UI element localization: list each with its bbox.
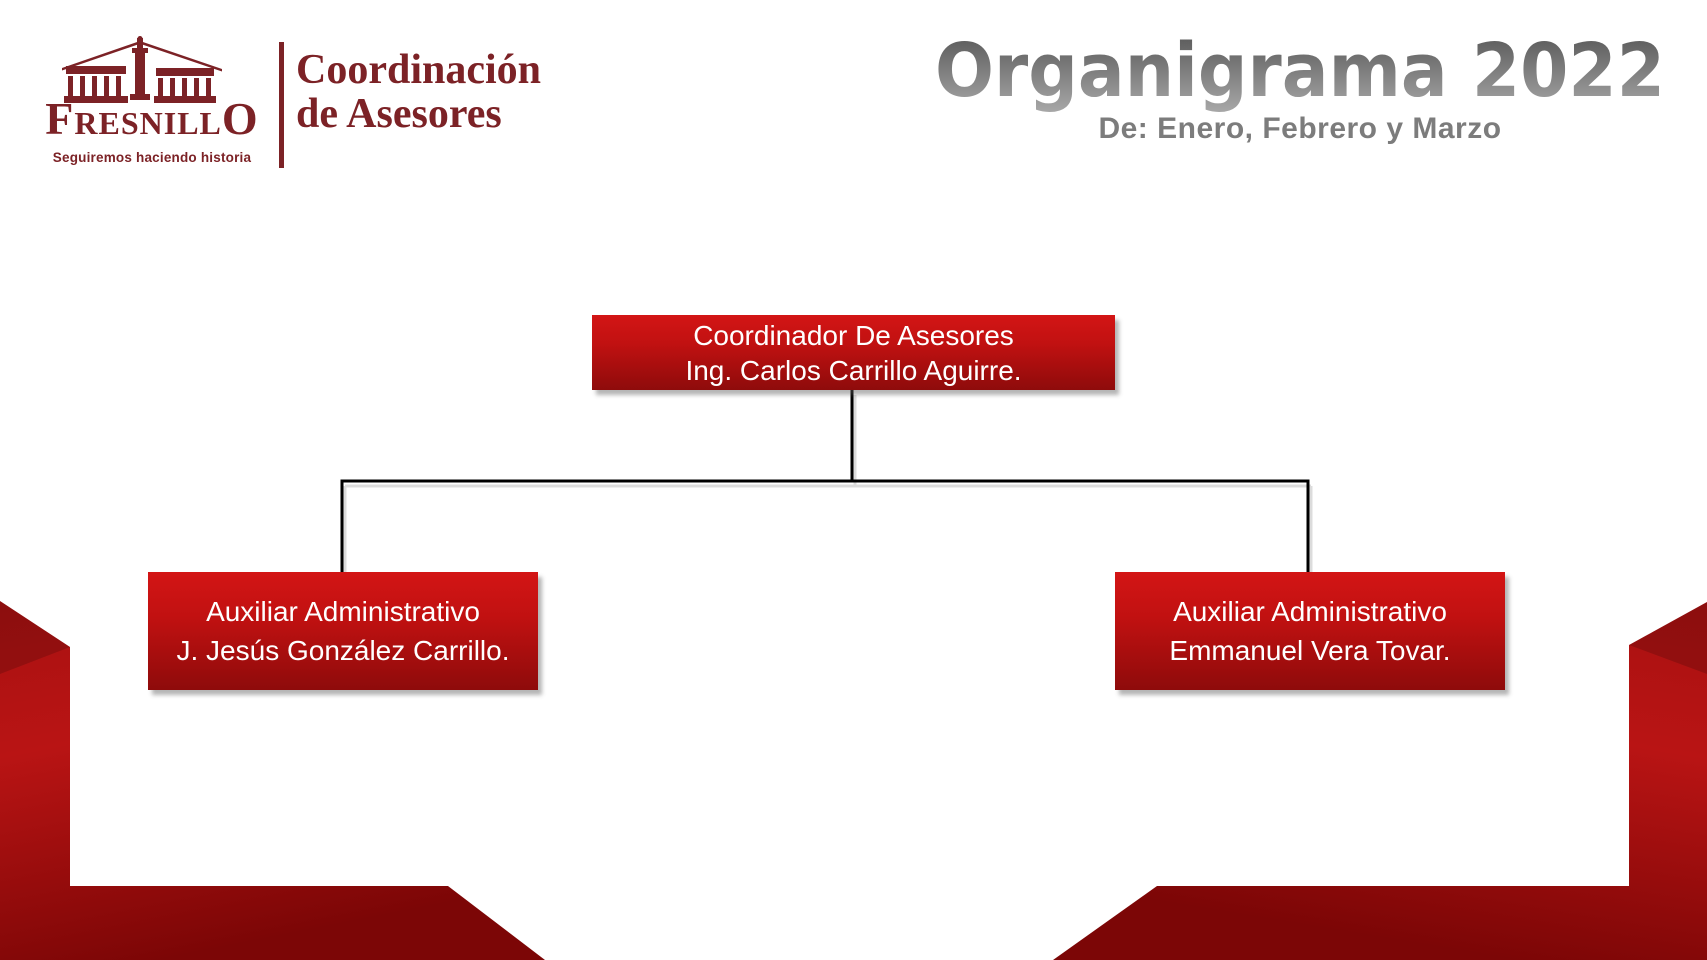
org-node-role: Coordinador De Asesores (693, 319, 1014, 351)
brand-tagline: Seguiremos haciendo historia (52, 150, 252, 165)
monument-icon (62, 36, 222, 103)
unit-name-line1: Coordinación (296, 47, 542, 93)
bottom-left-ribbon-fold (0, 601, 70, 674)
bottom-right-ribbon-fold (1629, 602, 1707, 674)
org-node-person: J. Jesús González Carrillo. (176, 635, 510, 666)
unit-name: Coordinación de Asesores (296, 48, 541, 136)
org-node-role: Auxiliar Administrativo (1173, 596, 1447, 627)
brand-wordmark: FresnillO (45, 93, 259, 144)
org-node-person: Ing. Carlos Carrillo Aguirre. (685, 354, 1022, 386)
org-node-person: Emmanuel Vera Tovar. (1169, 635, 1451, 666)
logo-divider (279, 42, 284, 168)
unit-name-line2: de Asesores (296, 91, 502, 137)
slide-title-block: Organigrama 2022 (935, 28, 1665, 114)
org-node-coordinador: Coordinador De Asesores Ing. Carlos Carr… (592, 315, 1115, 390)
connector-lines (340, 390, 1310, 572)
org-node-auxiliar-2: Auxiliar Administrativo Emmanuel Vera To… (1115, 572, 1505, 690)
slide-subtitle: De: Enero, Febrero y Marzo (1098, 112, 1502, 145)
slide-title: Organigrama 2022 (935, 28, 1665, 114)
org-node-role: Auxiliar Administrativo (206, 596, 480, 627)
org-node-auxiliar-1: Auxiliar Administrativo J. Jesús Gonzále… (148, 572, 538, 690)
fresnillo-logo: FresnillO Seguiremos haciendo historia C… (0, 0, 560, 200)
connector-shadow (343, 395, 1313, 577)
